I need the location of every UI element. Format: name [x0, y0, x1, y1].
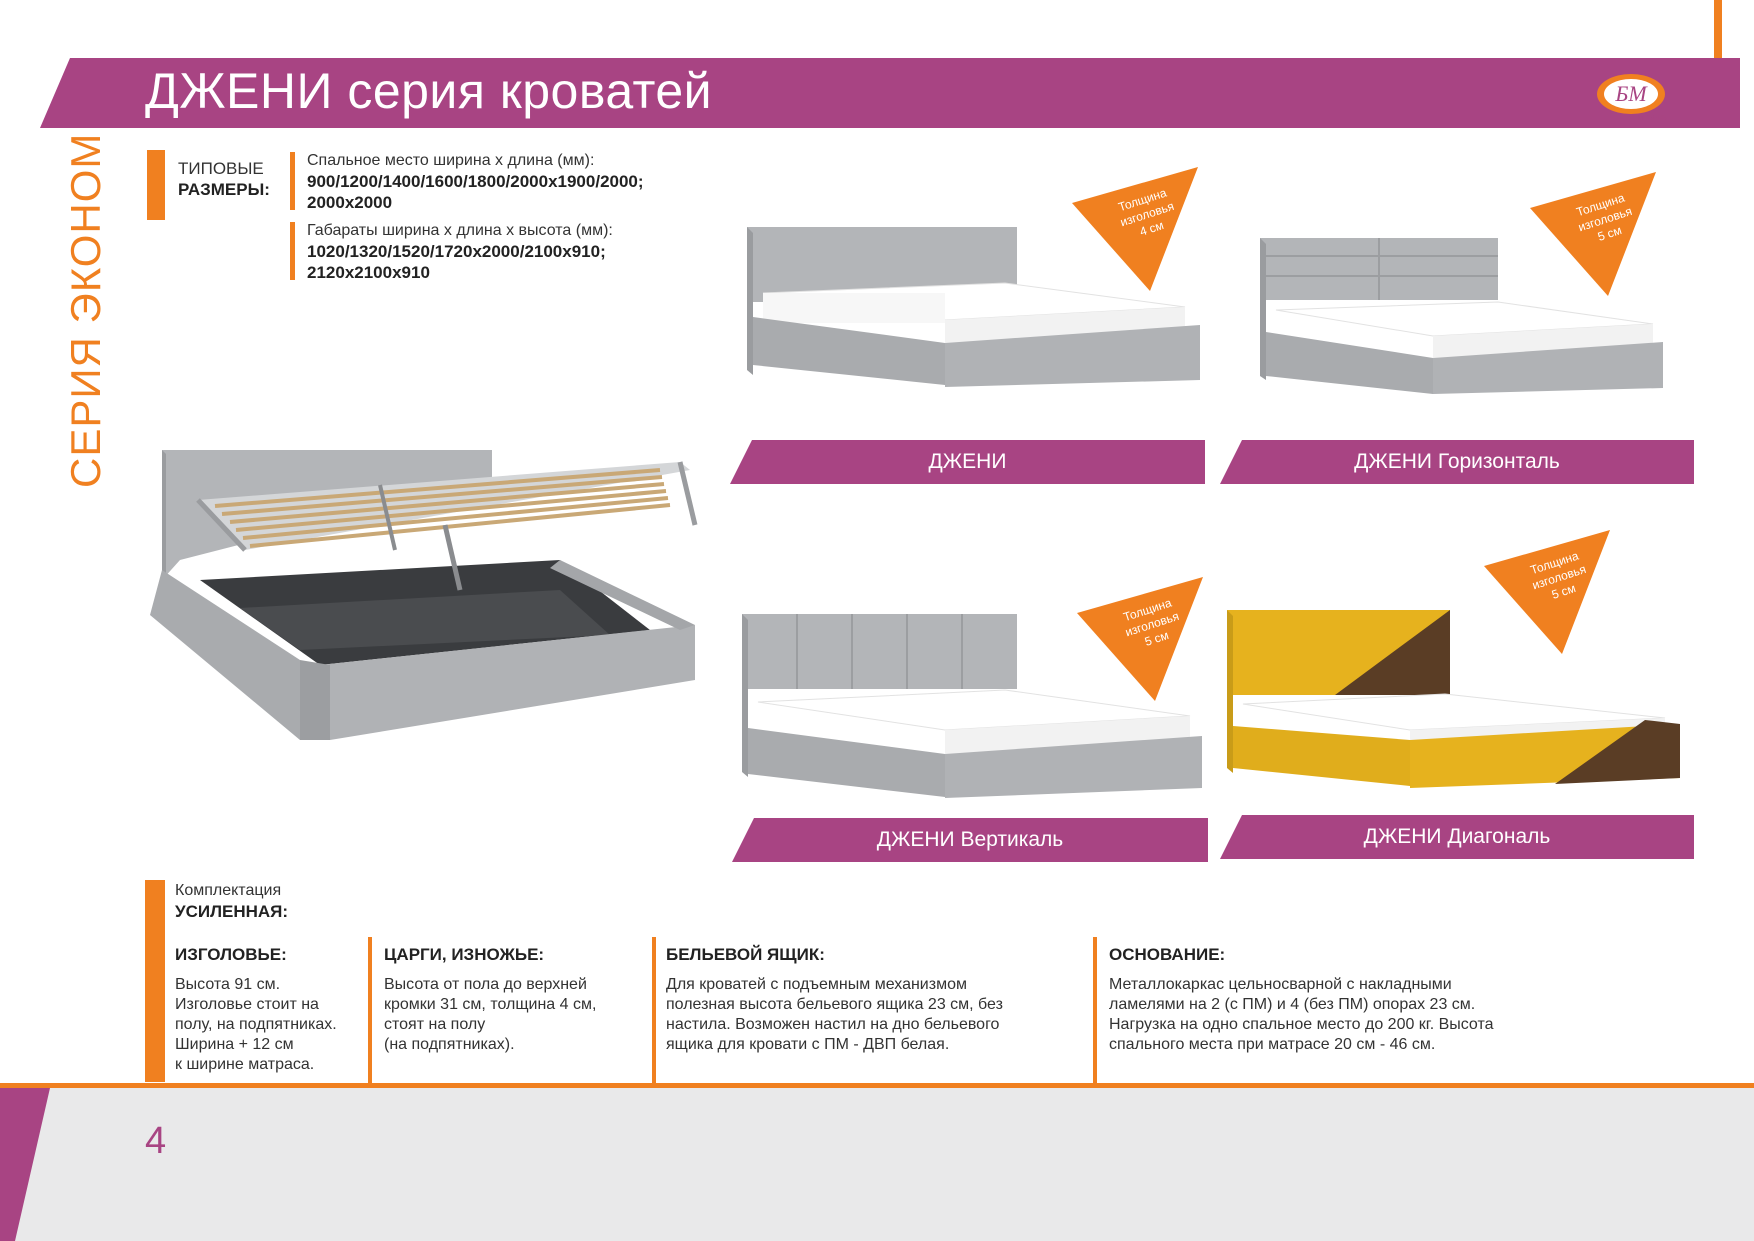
spec-rails-text: Высота от пола до верхней кромки 31 см, … — [384, 976, 597, 1053]
sizes-label-line2: РАЗМЕРЫ: — [178, 180, 270, 199]
brand-logo: БМ МЕБЕЛЬ — [1592, 70, 1670, 122]
badge-triangle-2: Толщина изголовья 5 см — [1530, 172, 1656, 296]
model-banner-dzheni-horizontal: ДЖЕНИ Горизонталь — [1220, 440, 1694, 484]
sleep-sizes-line1: 900/1200/1400/1600/1800/2000х1900/2000; — [307, 172, 644, 191]
sleep-sizes-line2: 2000х2000 — [307, 193, 393, 212]
header-band — [40, 58, 1740, 128]
bed-open-lift-image — [150, 450, 698, 740]
logo-letters: БМ — [1614, 81, 1648, 106]
model-banner-dzheni-vertical: ДЖЕНИ Вертикаль — [732, 818, 1208, 862]
spec-rails-title: ЦАРГИ, ИЗНОЖЬЕ: — [384, 945, 545, 964]
header-orange-accent — [1714, 0, 1722, 58]
spec-base-text: Металлокаркас цельносварной с накладными… — [1109, 976, 1494, 1053]
page-title: ДЖЕНИ серия кроватей — [145, 63, 713, 119]
bed-dzheni-image — [747, 227, 1200, 387]
badge-triangle-4: Толщина изголовья 5 см — [1484, 530, 1610, 654]
bed-dzheni-horizontal-image — [1260, 238, 1663, 394]
spec-divider-4 — [1093, 937, 1097, 1083]
kit-caption: Комплектация — [175, 882, 282, 899]
badge-triangle-1: Толщина изголовья 4 см — [1072, 167, 1198, 291]
kit-marker — [145, 880, 165, 1082]
page-number: 4 — [145, 1120, 167, 1162]
spec-headboard-text: Высота 91 см. Изголовье стоит на полу, н… — [175, 976, 337, 1073]
sizes-divider-2 — [290, 222, 295, 280]
dims-line2: 2120х2100х910 — [307, 263, 430, 282]
model-banner-dzheni-diagonal: ДЖЕНИ Диагональ — [1220, 815, 1694, 859]
logo-subtext: МЕБЕЛЬ — [1638, 115, 1667, 122]
spec-divider-2 — [368, 937, 372, 1083]
model-banner-dzheni: ДЖЕНИ — [730, 440, 1205, 484]
dims-line1: 1020/1320/1520/1720х2000/2100х910; — [307, 242, 606, 261]
footer-orange-line — [0, 1083, 1754, 1088]
spec-divider-3 — [652, 937, 656, 1083]
series-side-label: СЕРИЯ ЭКОНОМ — [62, 132, 109, 488]
sizes-marker — [147, 150, 165, 220]
spec-base-title: ОСНОВАНИЕ: — [1109, 945, 1226, 964]
sleep-caption: Спальное место ширина х длина (мм): — [307, 152, 595, 169]
spec-storage-text: Для кроватей с подъемным механизмом поле… — [666, 976, 1003, 1053]
kit-value: УСИЛЕННАЯ: — [175, 902, 289, 921]
badge-triangle-3: Толщина изголовья 5 см — [1077, 577, 1203, 701]
sizes-label-line1: ТИПОВЫЕ — [178, 159, 264, 178]
bed-dzheni-vertical-image — [742, 614, 1202, 798]
footer-band — [0, 1088, 1754, 1241]
dims-caption: Габараты ширина х длина х высота (мм): — [307, 222, 613, 239]
sizes-divider-1 — [290, 152, 295, 210]
bed-dzheni-diagonal-image — [1227, 610, 1680, 788]
spec-headboard-title: ИЗГОЛОВЬЕ: — [175, 945, 287, 964]
spec-storage-title: БЕЛЬЕВОЙ ЯЩИК: — [666, 945, 825, 964]
